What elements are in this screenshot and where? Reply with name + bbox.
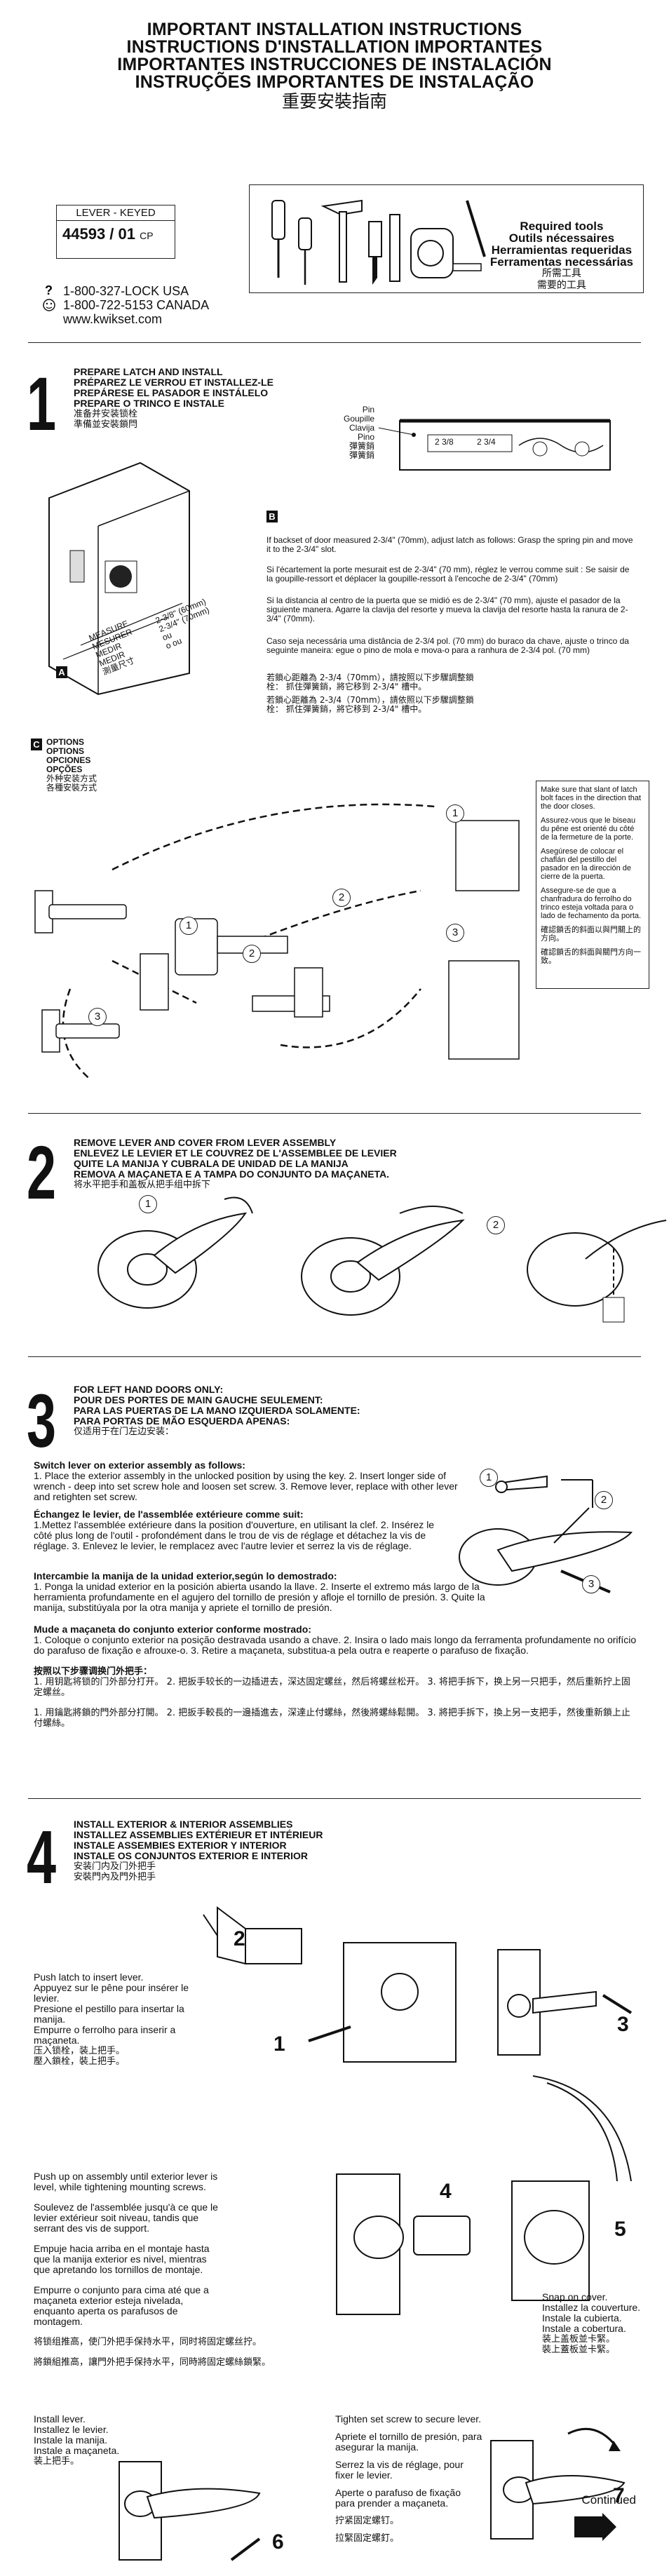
product-label: LEVER - KEYED [57, 205, 175, 221]
curved-arrow-illustration [532, 2075, 632, 2182]
latch-options-illustration [34, 803, 520, 1081]
svg-text:?: ? [45, 283, 53, 297]
remove-lever-illustration [97, 1196, 667, 1323]
step1-number: 1 [27, 361, 57, 446]
b-text-zh1: 若鎖心距離為 2-3/4（70mm），請按照以下步驟調整鎖栓： 抓住彈簧銷，將它… [266, 673, 474, 692]
step2-heading: REMOVE LEVER AND COVER FROM LEVER ASSEMB… [74, 1137, 397, 1191]
options-labels: OPTIONS OPTIONS OPCIONES OPÇÕES 外种安装方式 各… [46, 737, 97, 793]
b-text-fr: Si l'écartement la porte mesurait est de… [266, 565, 630, 584]
pin-labels: Pin Goupille Clavija Pino 彈簧銷 彈簧銷 [344, 405, 375, 460]
title-es: IMPORTANTES INSTRUCCIONES DE INSTALACIÓN [117, 55, 552, 74]
door-measure-illustration [48, 461, 190, 696]
label-a: A [56, 666, 67, 678]
insert-exterior-illustration [203, 1906, 457, 2063]
latch-plate-illustration [378, 419, 611, 471]
b-text-pt: Caso seja necessária uma distância de 2-… [266, 636, 629, 655]
step3-heading: FOR LEFT HAND DOORS ONLY: POUR DES PORTE… [74, 1384, 360, 1438]
step3-zh: 按照以下步骤调换门外把手： 1. 用钥匙将锁的门外部分打开。 2. 把扳手较长的… [34, 1666, 630, 1729]
circle-2a: 2 [332, 889, 351, 907]
divider [28, 1113, 641, 1114]
circle-3a: 3 [446, 924, 464, 942]
circle-2-2: 2 [487, 1216, 505, 1234]
b-text-es: Si la distancia al centro de la puerta q… [266, 595, 628, 623]
dim-234: 2 3/4 [477, 437, 496, 447]
circle-3-2: 2 [595, 1491, 613, 1509]
title-block: IMPORTANT INSTALLATION INSTRUCTIONS INST… [0, 21, 669, 112]
circle-2-1: 1 [139, 1195, 157, 1213]
product-number: 44593 / 01 CP [62, 225, 154, 243]
circle-1b: 1 [180, 917, 198, 935]
step3-pt: Mude a maçaneta do conjunto exterior con… [34, 1624, 637, 1656]
step4-1: 1 [273, 2032, 285, 2056]
circle-1a: 1 [446, 804, 464, 823]
tighten-text: Tighten set screw to secure lever. Aprie… [335, 2413, 482, 2544]
circle-3-3: 3 [582, 1575, 600, 1593]
tools-illustration [271, 199, 486, 285]
tools-text: Required tools Outils nécessaires Herram… [489, 220, 633, 291]
circle-3-1: 1 [480, 1469, 498, 1487]
title-en: IMPORTANT INSTALLATION INSTRUCTIONS [147, 20, 522, 39]
phone-ca: 1-800-722-5153 CANADA [63, 298, 210, 312]
step4-4: 4 [440, 2180, 452, 2203]
help-face-icon: ? [43, 283, 55, 311]
step4-7: 7 [613, 2484, 625, 2507]
push-up-illustration [336, 2173, 590, 2315]
step3-fr: Échangez le levier, de l'assemblée extér… [34, 1509, 435, 1551]
tools-box: Required tools Outils nécessaires Herram… [249, 184, 644, 293]
step1-heading: PREPARE LATCH AND INSTALL PRÉPAREZ LE VE… [74, 366, 273, 431]
circle-2b: 2 [243, 945, 261, 963]
phone-us: 1-800-327-LOCK USA [63, 284, 189, 298]
circle-3b: 3 [88, 1008, 107, 1026]
step4-2: 2 [234, 1927, 245, 1950]
slant-callout: Make sure that slant of latch bolt faces… [536, 781, 649, 989]
b-text-zh2: 若鎖心距離為 2-3/4（70mm），請依照以下步驟調整鎖栓： 抓住彈簧銷，將它… [266, 695, 474, 714]
step3-es: Intercambie la manija de la unidad exter… [34, 1570, 485, 1613]
divider [28, 342, 641, 343]
step2-number: 2 [27, 1130, 57, 1215]
step4-heading: INSTALL EXTERIOR & INTERIOR ASSEMBLIES I… [74, 1819, 323, 1883]
contact-block: ? 1-800-327-LOCK USA 1-800-722-5153 CANA… [42, 283, 210, 326]
label-c: C [31, 739, 42, 750]
title-fr: INSTRUCTIONS D'INSTALLATION IMPORTANTES [126, 37, 543, 57]
tighten-illustration [490, 2427, 626, 2540]
step4-3: 3 [617, 2013, 629, 2036]
website[interactable]: www.kwikset.com [63, 312, 163, 326]
continued-label: Continued [574, 2493, 636, 2541]
switch-lever-illustration [459, 1475, 633, 1593]
divider [28, 1356, 641, 1357]
dim-238: 2 3/8 [435, 437, 454, 447]
interior-screw-illustration [497, 1949, 633, 2056]
title-zh: 重要安裝指南 [281, 91, 387, 112]
install-lever-text: Install lever. Installez le levier. Inst… [34, 2413, 120, 2467]
install-lever-illustration [119, 2461, 261, 2561]
push-up-text: Push up on assembly until exterior lever… [34, 2171, 271, 2368]
arrow-right-icon [574, 2513, 617, 2541]
b-text-en: If backset of door measured 2-3/4" (70mm… [266, 535, 633, 554]
push-latch-text: Push latch to insert lever. Appuyez sur … [34, 1971, 189, 2068]
product-box: LEVER - KEYED 44593 / 01 CP [56, 205, 175, 259]
snap-cover-text: Snap on cover. Installez la couverture. … [542, 2291, 641, 2356]
step4-number: 4 [27, 1814, 57, 1899]
title-pt: INSTRUÇÕES IMPORTANTES DE INSTALAÇÃO [135, 72, 534, 92]
divider [28, 1798, 641, 1799]
label-b: B [266, 511, 278, 522]
step3-number: 3 [27, 1378, 57, 1463]
step4-6: 6 [272, 2530, 284, 2554]
step3-en: Switch lever on exterior assembly as fol… [34, 1459, 458, 1502]
step4-5: 5 [614, 2218, 626, 2241]
